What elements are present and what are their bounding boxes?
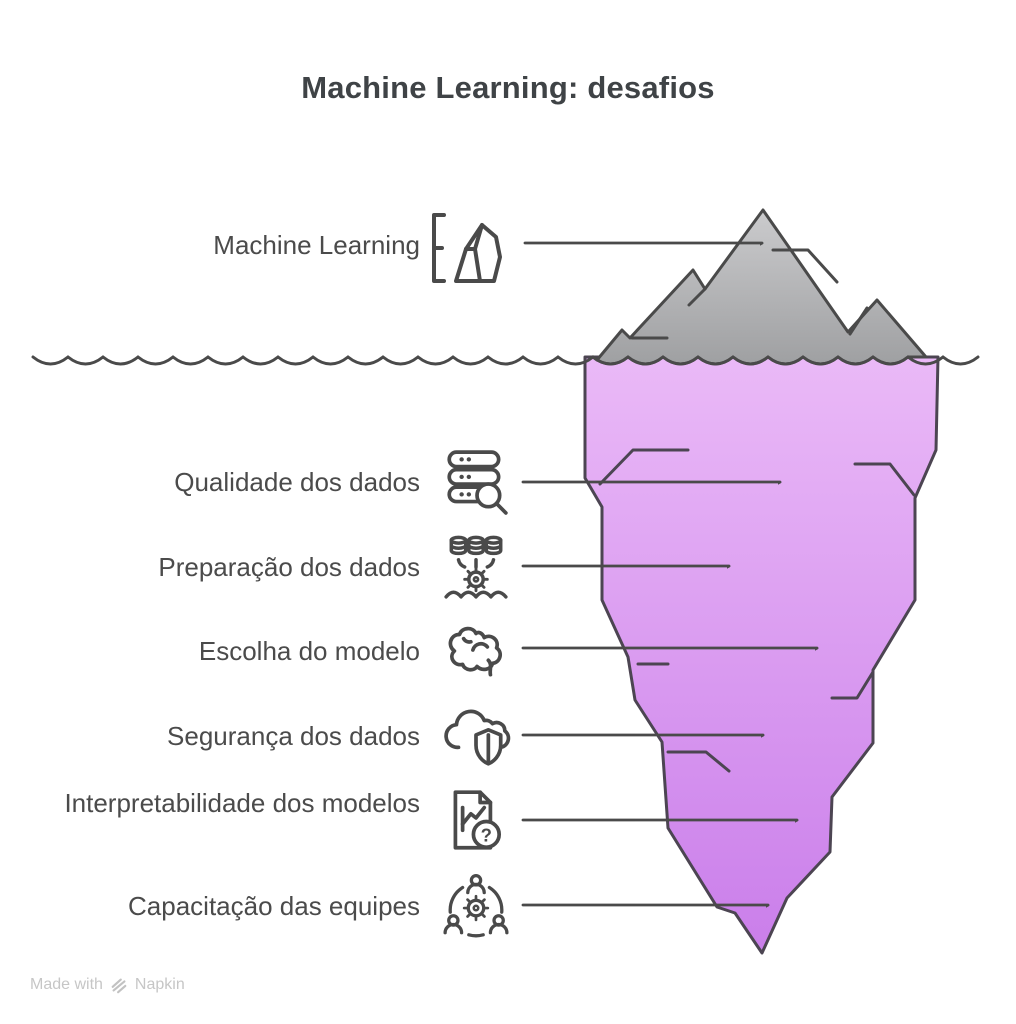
page-title: Machine Learning: desafios xyxy=(301,70,715,105)
brain-icon xyxy=(448,626,503,677)
watermark-prefix: Made with xyxy=(30,976,103,993)
iceberg-tip xyxy=(591,208,928,366)
iceberg-body-facets xyxy=(598,448,916,773)
napkin-logo-icon xyxy=(111,978,127,994)
bracket-glyph xyxy=(432,213,446,283)
cloud-shield-icon xyxy=(444,709,511,766)
watermark: Made with Napkin xyxy=(30,976,185,994)
document-question-icon: ? xyxy=(453,790,502,850)
label-qualidade: Qualidade dos dados xyxy=(174,467,420,497)
svg-text:?: ? xyxy=(481,825,492,846)
label-escolha: Escolha do modelo xyxy=(198,636,420,666)
iceberg-icon xyxy=(432,213,502,283)
arrows xyxy=(521,241,819,905)
label-seguranca: Segurança dos dados xyxy=(167,721,420,751)
database-search-icon xyxy=(447,450,508,515)
label-interpretabilidade: Interpretabilidade dos modelos xyxy=(64,788,420,818)
watermark-brand: Napkin xyxy=(134,976,185,993)
iceberg-body xyxy=(583,355,940,955)
surface-label: Machine Learning xyxy=(213,230,420,260)
team-gear-icon xyxy=(443,873,509,938)
label-preparacao: Preparação dos dados xyxy=(158,552,420,582)
label-capacitacao: Capacitação das equipes xyxy=(128,891,420,921)
data-funnel-gear-icon xyxy=(444,535,508,599)
iceberg-tip-facets xyxy=(630,248,869,340)
waterline xyxy=(31,355,980,366)
